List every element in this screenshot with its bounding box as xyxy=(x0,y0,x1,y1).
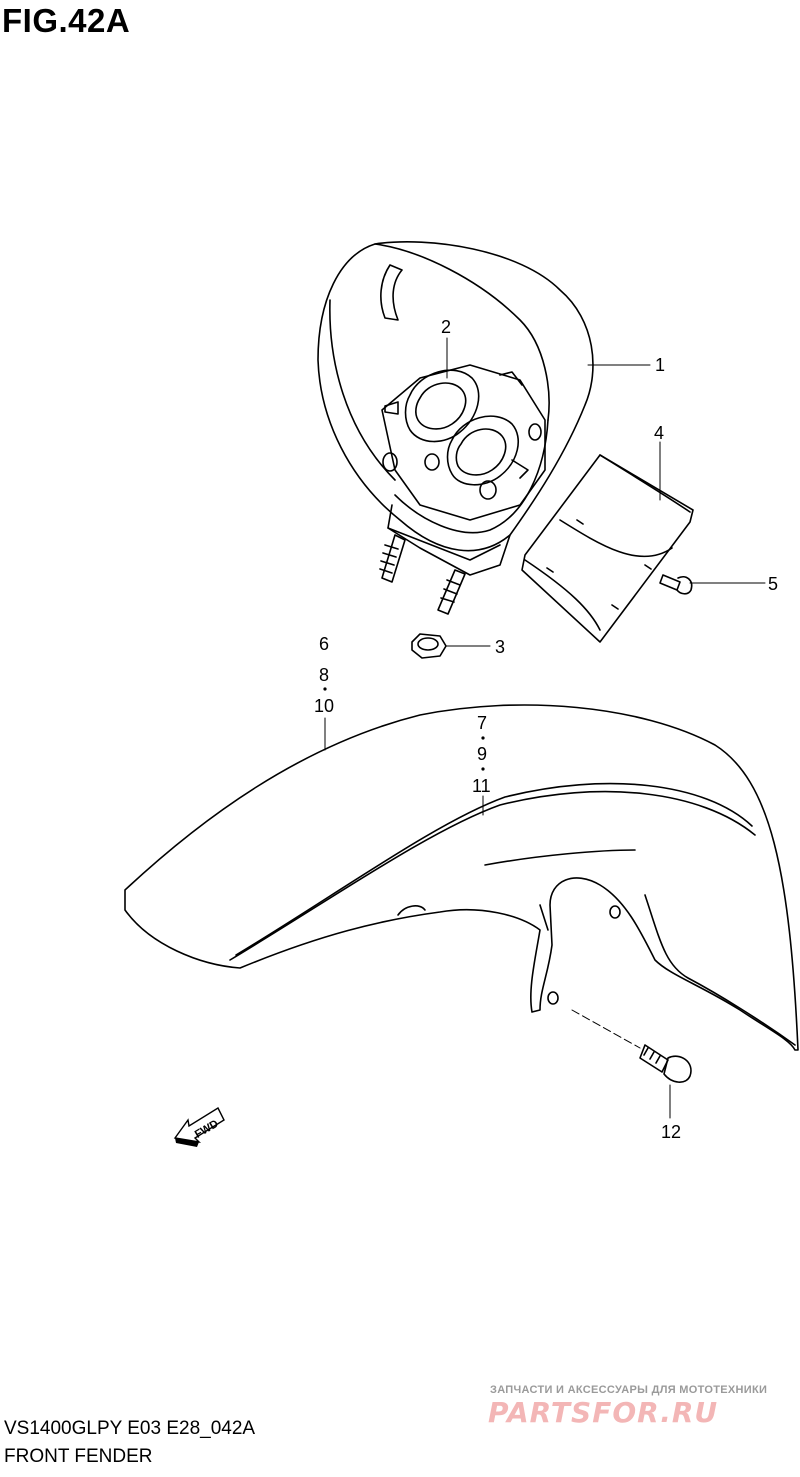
callout-11: 11 xyxy=(472,776,491,796)
callout-12: 12 xyxy=(661,1122,681,1142)
callout-2: 2 xyxy=(441,317,451,337)
model-code: VS1400GLPY E03 E28_042A xyxy=(4,1418,256,1439)
callout-7: 7 xyxy=(477,713,487,733)
callout-dots xyxy=(323,687,485,771)
callout-4: 4 xyxy=(654,423,664,443)
leader-lines xyxy=(324,337,766,1119)
grommet-part xyxy=(404,369,520,486)
mounting-bracket-part xyxy=(521,454,694,643)
callout-3: 3 xyxy=(495,637,505,657)
callout-5: 5 xyxy=(768,574,778,594)
callout-10: 10 xyxy=(314,696,334,716)
screw-part xyxy=(659,574,693,595)
figure-title: FIG.42A xyxy=(2,2,131,39)
forward-arrow-icon: FWD xyxy=(173,1107,225,1147)
housing-studs xyxy=(379,534,466,615)
callout-6: 6 xyxy=(319,634,329,654)
nut-part xyxy=(411,633,447,659)
callout-1: 1 xyxy=(655,355,665,375)
bolt-part xyxy=(639,1044,692,1083)
headlight-housing-part xyxy=(317,241,594,576)
front-fender-part xyxy=(124,704,799,1051)
callout-9: 9 xyxy=(477,744,487,764)
watermark-tagline: ЗАПЧАСТИ И АКСЕССУАРЫ ДЛЯ МОТОТЕХНИКИ xyxy=(490,1384,768,1396)
section-name: FRONT FENDER xyxy=(4,1446,153,1467)
watermark-logo: PARTSFOR.RU xyxy=(488,1396,719,1429)
callout-8: 8 xyxy=(319,665,329,685)
